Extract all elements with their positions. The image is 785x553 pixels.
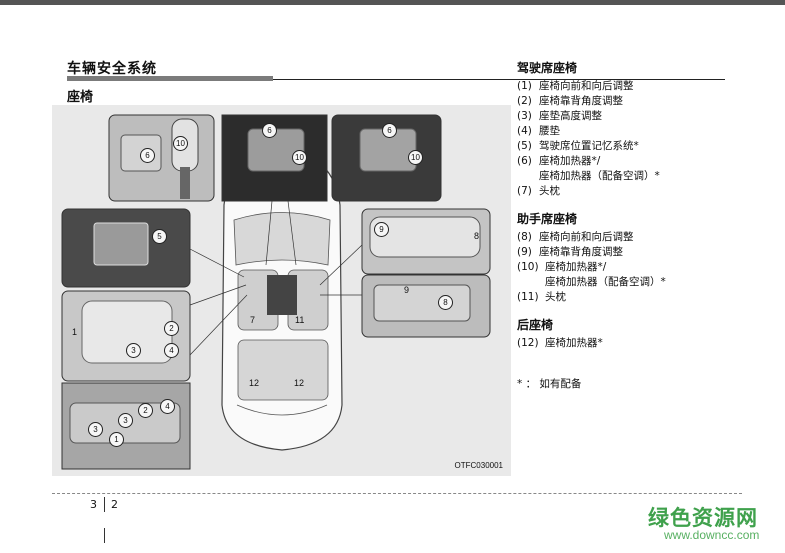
driver-item: (7)头枕 [517, 185, 560, 197]
passenger-item-sub: 座椅加热器（配备空调）* [545, 276, 666, 288]
label-8: 8 [474, 231, 480, 241]
passenger-seat-title: 助手席座椅 [517, 212, 578, 226]
callout-10: 10 [408, 150, 423, 165]
watermark-text: 绿色资源网 [648, 506, 758, 530]
driver-item-sub: 座椅加热器（配备空调）* [539, 170, 660, 182]
label-12: 12 [249, 378, 260, 388]
section-thin-rule [273, 79, 725, 80]
driver-item: (5)驾驶席位置记忆系统* [517, 140, 639, 152]
footer-dashed-rule [52, 493, 742, 494]
callout-10: 10 [292, 150, 307, 165]
callout-4: 4 [164, 343, 179, 358]
page-number: 2 [111, 498, 118, 511]
section-rule [67, 76, 273, 81]
passenger-item: (11)头枕 [517, 291, 566, 303]
section-title: 车辆安全系统 [67, 61, 157, 77]
driver-item: (6)座椅加热器*/ [517, 155, 601, 167]
passenger-item: (10)座椅加热器*/ [517, 261, 607, 273]
top-bar [0, 0, 785, 5]
label-1: 1 [72, 327, 78, 337]
rear-seat-title: 后座椅 [517, 318, 554, 332]
watermark-url: www.downcc.com [664, 528, 760, 542]
passenger-item: (8)座椅向前和向后调整 [517, 231, 634, 243]
footnote: * ： 如有配备 [517, 378, 582, 390]
callout-6: 6 [382, 123, 397, 138]
callout-2: 2 [138, 403, 153, 418]
driver-item: (3)座垫高度调整 [517, 110, 602, 122]
page-chapter: 3 [90, 498, 97, 511]
callout-4: 4 [160, 399, 175, 414]
figure-code: OTFC030001 [454, 461, 503, 470]
seat-diagram-drawing [61, 114, 491, 470]
callout-8: 8 [438, 295, 453, 310]
seat-diagram: 6 10 6 10 6 10 5 1 2 3 4 3 3 2 4 1 9 8 9… [52, 105, 511, 476]
seat-legend: 驾驶席座椅 (1)座椅向前和向后调整 (2)座椅靠背角度调整 (3)座垫高度调整… [517, 60, 777, 392]
callout-6: 6 [140, 148, 155, 163]
callout-3: 3 [88, 422, 103, 437]
label-11: 11 [295, 315, 305, 325]
callout-9: 9 [374, 222, 389, 237]
callout-3: 3 [126, 343, 141, 358]
driver-item: (4)腰垫 [517, 125, 560, 137]
callout-2: 2 [164, 321, 179, 336]
label-9: 9 [404, 285, 410, 295]
driver-seat-title: 驾驶席座椅 [517, 61, 578, 75]
callout-5: 5 [152, 229, 167, 244]
callout-1: 1 [109, 432, 124, 447]
subsection-title: 座椅 [67, 90, 94, 105]
driver-item: (1)座椅向前和向后调整 [517, 80, 634, 92]
driver-item: (2)座椅靠背角度调整 [517, 95, 623, 107]
callout-3: 3 [118, 413, 133, 428]
callout-10: 10 [173, 136, 188, 151]
label-7: 7 [250, 315, 256, 325]
callout-6: 6 [262, 123, 277, 138]
rear-item: (12)座椅加热器* [517, 337, 603, 349]
label-12: 12 [294, 378, 305, 388]
passenger-item: (9)座椅靠背角度调整 [517, 246, 623, 258]
